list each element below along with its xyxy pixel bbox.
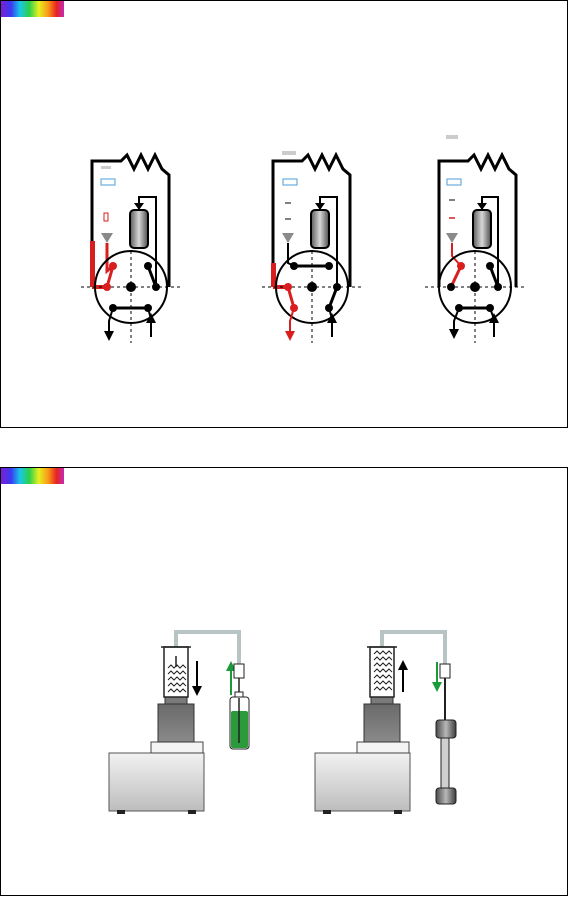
base-foot: [188, 810, 196, 814]
blue-mark: [282, 178, 298, 186]
needle-fitting: [233, 663, 245, 679]
needle-icon: [101, 233, 113, 243]
valve-diagram-3: [425, 135, 527, 343]
column-body: [440, 737, 450, 789]
valve-port: [333, 283, 341, 291]
motor-block: [363, 703, 401, 743]
red-sample-loop: [90, 241, 95, 287]
green-down-arrow: [432, 682, 442, 692]
outlet-arrow: [449, 329, 459, 339]
rainbow-header-bar: [1, 468, 64, 484]
base-foot: [323, 810, 331, 814]
faint-mark: [446, 135, 458, 139]
spring-coil: [167, 664, 187, 693]
valve-diagram-2: [262, 151, 364, 343]
spring-coil: [373, 650, 393, 691]
syringe-barrel: [472, 209, 492, 249]
valve-port: [290, 262, 298, 270]
inlet-arrow: [489, 313, 499, 323]
faint-mark: [101, 166, 111, 169]
base-foot: [117, 810, 125, 814]
inlet-arrow: [146, 313, 156, 323]
enclosure-outline: [90, 151, 171, 287]
valve-port: [284, 283, 292, 291]
pump-mount: [356, 741, 410, 754]
red-mark: [103, 212, 109, 222]
valve-port: [325, 262, 333, 270]
enclosure-outline: [437, 151, 518, 287]
pump-diagram-2: [314, 630, 457, 814]
enclosure-outline: [271, 151, 352, 287]
transfer-tubing: [380, 630, 447, 664]
valve-port: [447, 283, 455, 291]
red-outlet-line: [289, 307, 295, 335]
syringe-barrel: [129, 209, 149, 249]
needle-icon: [282, 233, 294, 243]
valve-port: [144, 262, 152, 270]
blue-mark: [100, 178, 116, 186]
inlet-arrow: [327, 313, 337, 323]
pump-diagram-canvas: [108, 630, 457, 814]
piston-cylinder: [369, 646, 395, 698]
syringe-arrow: [134, 203, 144, 210]
pump-base: [314, 752, 411, 812]
syringe-barrel: [310, 209, 330, 249]
rainbow-header-bar: [1, 1, 64, 17]
valve-diagram-canvas: [81, 135, 527, 343]
pump-diagram-1: [108, 630, 250, 814]
faint-mark: [282, 151, 296, 155]
transfer-tubing: [174, 630, 241, 664]
outlet-arrow: [104, 331, 114, 341]
up-arrow: [398, 660, 408, 670]
valve-port: [486, 262, 494, 270]
blue-mark: [446, 178, 462, 186]
valve-diagram-1: [81, 151, 183, 343]
pump-base: [108, 752, 205, 812]
red-flow-path: [451, 243, 462, 267]
column-fitting-bottom: [435, 787, 457, 805]
syringe-arrow: [315, 203, 325, 210]
red-sample-loop: [271, 263, 276, 287]
column-fitting-top: [435, 719, 457, 739]
valve-port: [109, 262, 117, 270]
bottle-cap: [234, 691, 244, 698]
valve-port: [152, 283, 160, 291]
valve-port: [494, 283, 502, 291]
motor-block: [157, 703, 195, 743]
needle-fitting: [439, 663, 451, 679]
pump-mount: [150, 741, 204, 754]
valve-slide: [0, 0, 568, 428]
syringe-arrow: [477, 203, 487, 210]
base-foot: [394, 810, 402, 814]
needle-icon: [446, 233, 458, 243]
pump-slide: [0, 467, 568, 896]
valve-port: [457, 262, 465, 270]
down-arrow: [192, 686, 202, 696]
red-outlet-arrow: [285, 331, 295, 341]
valve-port: [103, 283, 111, 291]
